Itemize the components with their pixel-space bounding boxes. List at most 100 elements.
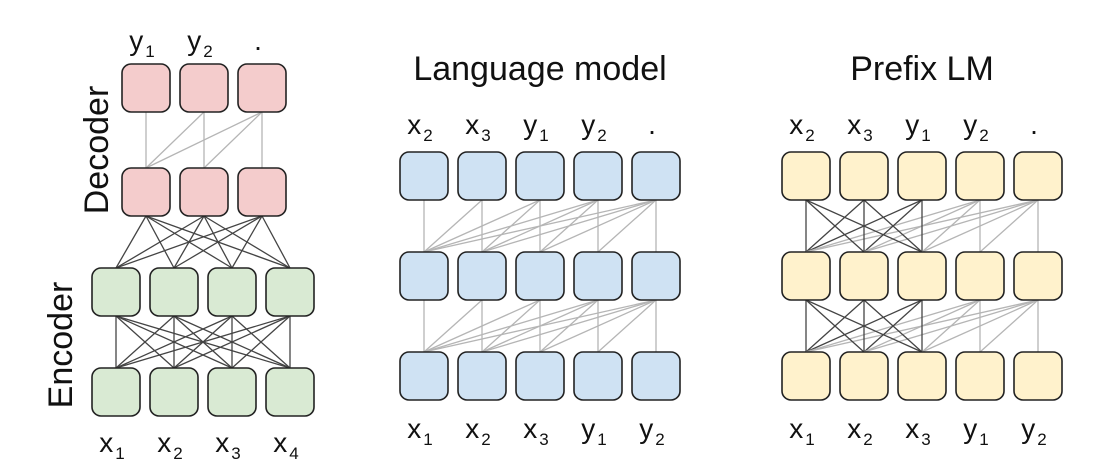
pf-input-token-base: y [963, 413, 977, 444]
decoder-output-token-subscript: 2 [203, 42, 212, 61]
pf-block-layer2-1 [781, 251, 831, 301]
pf-input-token-subscript: 3 [921, 430, 930, 449]
encoder-input-token-base: x [215, 427, 229, 458]
pf-output-token-5: . [1030, 109, 1038, 140]
lm-block-layer3-4 [573, 151, 623, 201]
encoder-decoder-edges [115, 111, 291, 369]
prefix-lm-title: Prefix LM [850, 50, 994, 88]
decoder-block-top-3 [237, 63, 287, 113]
lm-block-layer2-5 [631, 251, 681, 301]
lm-output-token-5: . [648, 109, 656, 140]
prefix-lm-blocks [781, 151, 1063, 401]
lm-block-layer1-3 [515, 351, 565, 401]
cross-attention-edge [261, 215, 291, 269]
encoder-input-token-base: x [99, 427, 113, 458]
encoder-block-bottom-2 [149, 367, 199, 417]
lm-block-layer2-4 [573, 251, 623, 301]
lm-block-layer3-2 [457, 151, 507, 201]
pf-block-layer2-2 [839, 251, 889, 301]
lm-block-layer3-3 [515, 151, 565, 201]
lm-causal-edge [539, 299, 599, 353]
lm-input-token-base: x [465, 413, 479, 444]
encoder-attention-edge [173, 315, 291, 369]
pf-output-token-subscript: 2 [979, 126, 988, 145]
lm-block-layer1-2 [457, 351, 507, 401]
lm-output-token-subscript: 2 [597, 126, 606, 145]
lm-input-token-subscript: 2 [655, 430, 664, 449]
pf-bidirectional-edge [805, 299, 923, 353]
language-model-blocks [399, 151, 681, 401]
pf-block-layer3-4 [955, 151, 1005, 201]
encoder-input-token-subscript: 4 [289, 444, 298, 463]
lm-block-layer1-1 [399, 351, 449, 401]
pf-bidirectional-edge [863, 199, 923, 253]
decoder-block-top-1 [121, 63, 171, 113]
pf-output-token-subscript: 1 [921, 126, 930, 145]
encoder-input-token-subscript: 1 [115, 444, 124, 463]
decoder-causal-edge [203, 111, 263, 169]
lm-causal-edge [423, 199, 483, 253]
decoder-output-token-base: . [254, 25, 262, 56]
pf-block-layer1-2 [839, 351, 889, 401]
encoder-decoder-blocks [91, 63, 315, 417]
lm-output-token-subscript: 2 [423, 126, 432, 145]
pf-bidirectional-edge [805, 199, 865, 253]
lm-causal-edge [481, 299, 541, 353]
lm-block-layer1-5 [631, 351, 681, 401]
encoder-attention-edge [115, 315, 291, 369]
decoder-output-token-3: . [254, 25, 262, 56]
pf-block-layer1-4 [955, 351, 1005, 401]
pf-block-layer2-3 [897, 251, 947, 301]
prefix-lm-edges [805, 199, 1039, 353]
decoder-label: Decoder [78, 86, 116, 215]
encoder-block-bottom-4 [265, 367, 315, 417]
lm-output-token-base: . [648, 109, 656, 140]
lm-input-token-base: x [523, 413, 537, 444]
lm-block-layer3-5 [631, 151, 681, 201]
lm-block-layer2-1 [399, 251, 449, 301]
pf-bidirectional-edge [863, 299, 923, 353]
pf-causal-edge [921, 199, 981, 253]
lm-input-token-base: y [581, 413, 595, 444]
encoder-block-top-2 [149, 267, 199, 317]
pf-causal-edge [921, 299, 981, 353]
encoder-label: Encoder [42, 282, 80, 409]
lm-output-token-base: x [407, 109, 421, 140]
pf-bidirectional-edge [805, 299, 865, 353]
pf-block-layer2-5 [1013, 251, 1063, 301]
pf-block-layer3-5 [1013, 151, 1063, 201]
pf-output-token-base: y [963, 109, 977, 140]
lm-causal-edge [423, 299, 483, 353]
pf-input-token-base: x [847, 413, 861, 444]
pf-output-token-base: x [847, 109, 861, 140]
pf-output-token-base: . [1030, 109, 1038, 140]
lm-output-token-base: y [523, 109, 537, 140]
pf-input-token-subscript: 2 [1037, 430, 1046, 449]
language-model-edges [423, 199, 657, 353]
lm-output-token-subscript: 3 [481, 126, 490, 145]
encoder-attention-edge [115, 315, 175, 369]
encoder-block-top-1 [91, 267, 141, 317]
pf-causal-edge [979, 299, 1039, 353]
encoder-input-token-subscript: 3 [231, 444, 240, 463]
